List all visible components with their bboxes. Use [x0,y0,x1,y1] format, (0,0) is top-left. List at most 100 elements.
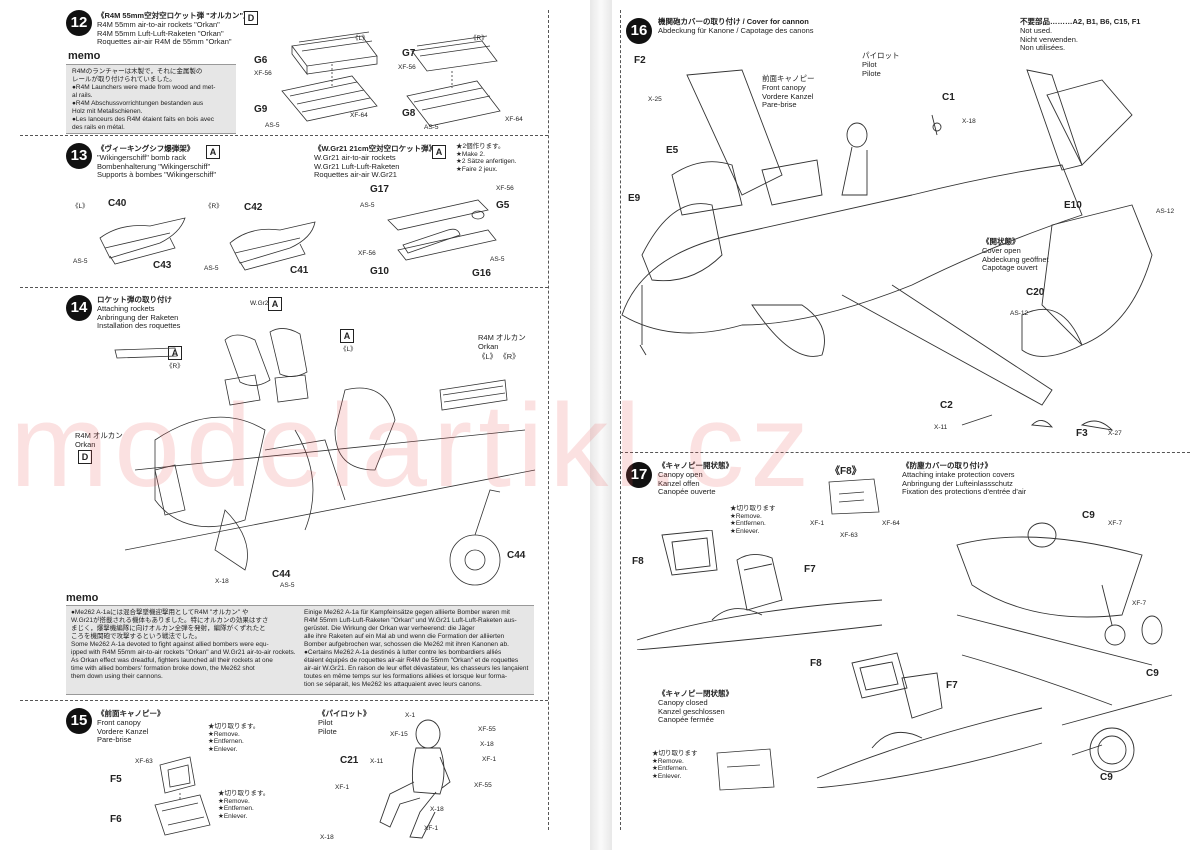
paint-xf56: XF-56 [358,250,376,257]
part-c43-label: C43 [153,260,172,271]
part-c2-label: C2 [940,400,953,411]
pilot-caption: 《パイロット》 Pilot Pilote [318,709,371,736]
memo-title: memo [68,50,101,62]
paint-as5: AS-5 [204,265,219,272]
step-15-number: 15 [66,708,92,734]
part-c9-label: C9 [1082,510,1095,521]
part-g5-label: G5 [496,200,510,211]
part-f7-label: F7 [804,564,816,575]
step-13-caption: 《ヴィーキングシフ爆弾架》 "Wikingerschiff" bomb rack… [97,144,216,180]
cover-open-caption: 《開状態》 Cover open Abdeckung geöffnet Capo… [982,237,1049,273]
part-e5-label: E5 [666,145,679,156]
right-label: 《R》 [470,35,488,42]
paint-x18: X-18 [480,741,494,748]
part-g10-label: G10 [370,266,389,277]
paint-xf56: XF-56 [398,64,416,71]
remove-note: ★切り取ります★Remove. ★Entfernen.★Enlever. [652,750,698,780]
part-c21-label: C21 [340,755,359,766]
part-f7-label: F7 [946,680,958,691]
step-16-caption: 機関砲カバーの取り付け / Cover for cannon Abdeckung… [658,17,814,35]
memo-title: memo [66,592,99,604]
paint-xf1: XF-1 [335,784,350,791]
page-gutter [590,0,612,850]
paint-x11: X-11 [934,424,948,431]
part-c44-label: C44 [507,550,526,561]
paint-x18: X-18 [320,834,334,841]
part-g17-label: G17 [370,184,389,195]
paint-x1: X-1 [405,712,416,719]
paint-xf15: XF-15 [390,731,408,738]
paint-as5: AS-5 [490,256,505,263]
paint-x11: X-11 [370,758,384,765]
paint-as5: AS-5 [360,202,375,209]
not-used-note: 不要部品………A2, B1, B6, C15, F1 Not used. Nic… [1020,17,1141,53]
paint-as5: AS-5 [424,124,439,131]
wgr21-label: W.Gr21 [250,300,273,307]
step-13-sub-caption: 《W.Gr21 21cm空対空ロケット弾》 W.Gr21 air-to-air … [314,144,437,180]
right-label: 《R》 [499,352,520,361]
canopy-closed-drawing [816,652,1043,788]
part-tree-marker: D [244,11,258,25]
right-label: 《R》 [166,363,184,370]
memo-text-right: Einige Me262 A-1a für Kampfeinsätze gege… [304,609,529,688]
make-two-note: ★2個作ります。★Make 2. ★2 Sätze anfertigen.★Fa… [456,143,517,173]
part-g9-label: G9 [254,104,268,115]
wgr21-rocket-drawing [387,199,497,261]
paint-as5: AS-5 [73,258,88,265]
canopy-open-drawing [636,530,883,650]
left-label: 《L》 [340,346,357,353]
paint-xf64: XF-64 [505,116,523,123]
step-15-caption: 《前面キャノピー》 Front canopy Vordere Kanzel Pa… [97,709,165,745]
aircraft-underside-drawing [114,328,536,586]
pilot-caption: パイロット Pilot Pilote [862,51,900,78]
step-12-caption: 《R4M 55mm空対空ロケット弾 "オルカン"》 R4M 55mm air-t… [97,11,251,47]
part-f3-label: F3 [1076,428,1088,439]
part-c20-label: C20 [1026,287,1045,298]
canopy-closed-caption: 《キャノピー閉状態》 Canopy closed Kanzel geschlos… [658,689,733,725]
left-label: 《L》 [478,352,498,361]
step-14-caption: ロケット弾の取り付け Attaching rockets Anbringung … [97,295,181,331]
part-c44-label: C44 [272,569,291,580]
rocket-rack-drawing [281,31,501,127]
paint-as12: AS-12 [1156,208,1175,215]
paint-xf1: XF-1 [482,756,497,763]
part-g16-label: G16 [472,268,491,279]
intake-covers-caption: 《防塵カバーの取り付け》 Attaching intake protection… [902,461,1027,497]
part-c40-label: C40 [108,198,127,209]
aircraft-top-view-drawing [621,69,1153,431]
part-tree-marker: A [340,329,354,343]
remove-note: ★切り取ります★Remove. ★Entfernen.★Enlever. [730,505,776,535]
left-label: 《L》 [72,203,89,210]
pilot-figure-drawing [379,719,451,839]
part-tree-marker: A [206,145,220,159]
remove-note: ★切り取ります。★Remove. ★Entfernen.★Enlever. [208,723,260,753]
intake-covers-drawing [956,522,1173,773]
step-16-number: 16 [626,18,652,44]
f8-part-drawing [828,478,880,515]
paint-xf63: XF-63 [135,758,153,765]
paint-xf7: XF-7 [1132,600,1147,607]
paint-xf1: XF-1 [810,520,825,527]
front-canopy-caption: 前面キャノピー Front canopy Vordere Kanzel Pare… [762,74,815,110]
paint-x25: X-25 [648,96,662,103]
paint-xf1: XF-1 [424,825,439,832]
right-page: 16 機関砲カバーの取り付け / Cover for cannon Abdeck… [612,0,1200,850]
part-f8-label: F8 [632,556,644,567]
paint-xf55: XF-55 [474,782,492,789]
remove-note: ★切り取ります。★Remove. ★Entfernen.★Enlever. [218,790,270,820]
paint-xf56: XF-56 [496,185,514,192]
part-f8-label: F8 [810,658,822,669]
divider [20,700,548,701]
right-label: 《R》 [205,203,223,210]
part-f2-label: F2 [634,55,646,66]
front-canopy-drawing [154,756,211,836]
part-c41-label: C41 [290,265,309,276]
part-c9-label: C9 [1146,668,1159,679]
memo-box: R4Mのランチャーは木製で，それに金属製のレールが取り付けられていました。 ●R… [66,64,236,134]
paint-x27: X-27 [1108,430,1122,437]
step-17-number: 17 [626,462,652,488]
paint-xf56: XF-56 [254,70,272,77]
